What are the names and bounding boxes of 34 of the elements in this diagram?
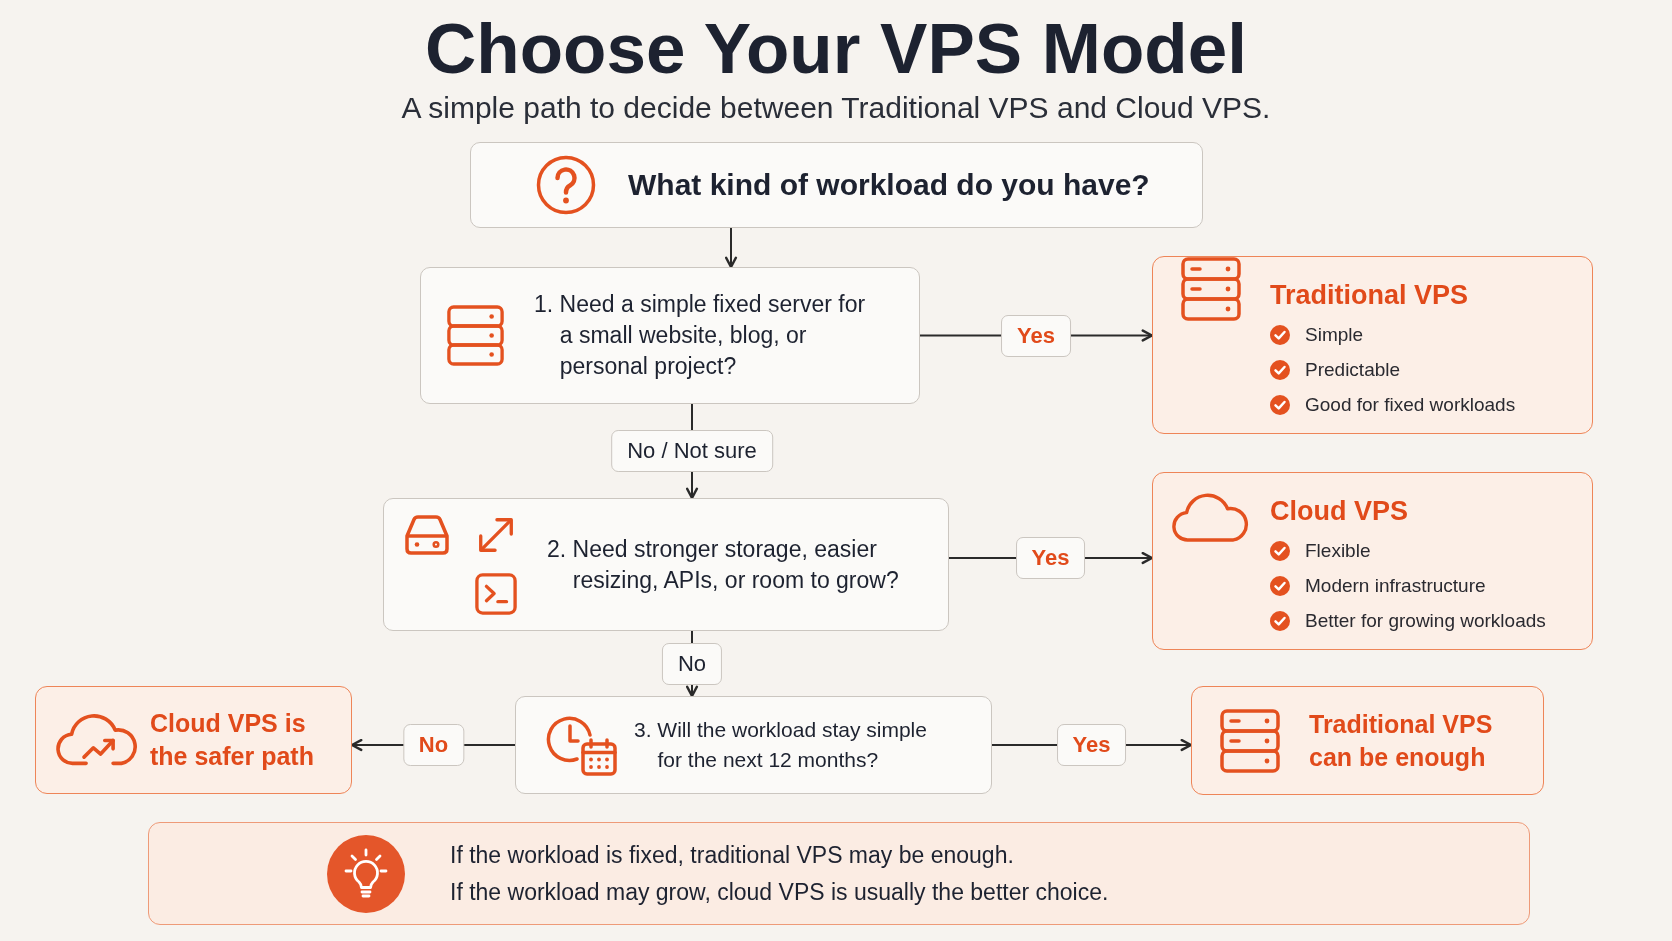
question-text: 2. Need stronger storage, easier resizing, APIs, or room to grow? (547, 534, 900, 595)
tip-text: If the workload is fixed, traditional VPS may be enough. (450, 840, 1015, 870)
feature-text: Modern infrastructure (1305, 573, 1486, 598)
result-card (1191, 686, 1544, 795)
result-card (1152, 256, 1593, 434)
decision-box (420, 267, 920, 404)
feature-text: Predictable (1305, 357, 1401, 382)
question-text: 1. Need a simple fixed server for a small website, blog, or personal project? (534, 290, 867, 381)
result-card (1152, 472, 1593, 650)
card-heading: Cloud VPS (1270, 495, 1409, 528)
edge-label: No (661, 642, 723, 685)
arrow (724, 227, 738, 269)
result-text: Traditional VPS can be enough (1309, 708, 1494, 773)
question-box (470, 142, 1203, 228)
question-text: What kind of workload do you have? (628, 167, 1150, 203)
feature-text: Better for growing workloads (1305, 608, 1546, 633)
question-text: 3. Will the workload stay simple for the next 12 months? (634, 717, 928, 773)
edge-label: Yes (1015, 537, 1086, 579)
feature-text: Simple (1305, 322, 1364, 347)
tip-text: If the workload may grow, cloud VPS is usually the better choice. (450, 877, 1109, 907)
title: Choose Your VPS Model (425, 13, 1247, 84)
decision-box (515, 696, 992, 794)
edge-label: No (402, 724, 465, 766)
result-text: Cloud VPS is the safer path (150, 708, 315, 772)
edge-label: No / Not sure (611, 430, 773, 472)
edge-label: Yes (1056, 724, 1127, 766)
subtitle: A simple path to decide between Traditional VPS and Cloud VPS. (401, 93, 1271, 123)
feature-text: Good for fixed workloads (1305, 392, 1516, 417)
decision-box (383, 498, 949, 631)
feature-text: Flexible (1305, 538, 1371, 563)
result-card (35, 686, 352, 794)
card-heading: Traditional VPS (1270, 279, 1470, 312)
edge-label: Yes (1001, 314, 1071, 357)
tip-banner (148, 822, 1530, 925)
